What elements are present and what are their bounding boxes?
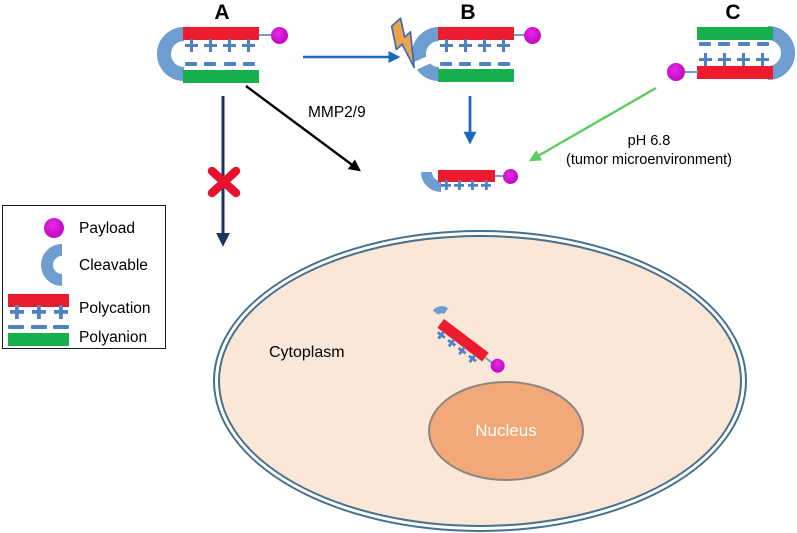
- plus-icon: [459, 39, 472, 52]
- polycation-bar: [438, 27, 514, 40]
- polycation-charges: [185, 39, 255, 52]
- dash-icon: [497, 62, 510, 66]
- plus-icon: [480, 180, 491, 190]
- polyanion-charges: [8, 325, 69, 330]
- payload-icon: [503, 169, 518, 184]
- legend-label: Cleavable: [79, 257, 148, 274]
- polyanion-bar: [697, 27, 773, 40]
- dash-icon: [718, 42, 731, 46]
- polycation-bar: [697, 66, 773, 79]
- polycation-bar: [438, 170, 495, 182]
- polyanion-charges: [699, 42, 769, 46]
- blocked-x-icon: [207, 166, 241, 198]
- polyanion-charges: [185, 62, 255, 66]
- ph-label: pH 6.8 (tumor microenvironment): [549, 132, 749, 169]
- plus-icon: [737, 53, 750, 66]
- ph-label-line1: pH 6.8: [627, 133, 671, 149]
- polyanion-bar: [183, 70, 259, 83]
- dash-icon: [204, 62, 217, 66]
- cytoplasm-label: Cytoplasm: [269, 344, 345, 361]
- plus-icon: [185, 39, 198, 52]
- payload-icon: [271, 27, 288, 44]
- plus-icon: [756, 53, 769, 66]
- polycation-charges: [10, 305, 68, 319]
- cleavable-fragment-icon: [421, 172, 441, 192]
- cleavage-break: [408, 50, 444, 72]
- cleavable-icon: [157, 27, 184, 81]
- plus-icon: [242, 39, 255, 52]
- cleavable-icon: [412, 27, 439, 81]
- dash-icon: [737, 42, 750, 46]
- polyanion-icon: [8, 333, 69, 346]
- dash-icon: [440, 62, 452, 66]
- plus-icon: [699, 53, 712, 66]
- arrow-mmp: [245, 85, 361, 172]
- payload-linker: [259, 33, 272, 36]
- plus-icon: [497, 39, 510, 52]
- plus-icon: [454, 180, 465, 190]
- plus-icon: [204, 39, 217, 52]
- polycation-icon: [8, 294, 69, 307]
- payload-linker: [685, 71, 698, 74]
- plus-icon: [223, 39, 236, 52]
- plus-icon: [32, 305, 46, 319]
- polyanion-bar: [438, 69, 514, 82]
- construct-b-label: B: [460, 1, 476, 24]
- legend: Payload Cleavable Polycation Polyanion: [2, 205, 166, 349]
- cleavable-icon: [41, 244, 62, 286]
- dash-icon: [223, 62, 236, 66]
- polycation-bar: [183, 27, 259, 40]
- cleavable-icon: [768, 26, 795, 80]
- dash-icon: [699, 42, 711, 46]
- dash-icon: [8, 325, 24, 330]
- dash-icon: [53, 325, 69, 330]
- legend-label: Payload: [79, 220, 136, 237]
- plus-icon: [441, 180, 451, 190]
- lightning-icon: [390, 17, 415, 69]
- plus-icon: [10, 305, 24, 319]
- dash-icon: [30, 325, 47, 330]
- payload-icon: [667, 63, 685, 81]
- plus-icon: [467, 180, 478, 190]
- polyanion-charges: [440, 62, 510, 66]
- dash-icon: [459, 62, 472, 66]
- plus-icon: [440, 39, 453, 52]
- polycation-charges: [699, 53, 769, 66]
- construct-c-label: C: [725, 1, 741, 24]
- nucleus: Nucleus: [428, 381, 584, 481]
- dash-icon: [242, 62, 255, 66]
- plus-icon: [54, 305, 68, 319]
- legend-label: Polyanion: [79, 329, 148, 346]
- payload-linker: [514, 33, 526, 36]
- mmp-label: MMP2/9: [308, 104, 366, 121]
- nucleus-label: Nucleus: [475, 421, 537, 440]
- dash-icon: [185, 62, 197, 66]
- polycation-charges: [440, 39, 510, 52]
- dash-icon: [756, 42, 769, 46]
- legend-label: Polycation: [79, 300, 151, 317]
- dash-icon: [478, 62, 491, 66]
- polycation-charges: [441, 180, 491, 190]
- payload-icon: [44, 218, 64, 238]
- payload-linker: [495, 175, 504, 177]
- plus-icon: [478, 39, 491, 52]
- ph-label-line2: (tumor microenvironment): [566, 151, 732, 168]
- construct-a-label: A: [214, 1, 230, 24]
- payload-icon: [524, 27, 541, 44]
- plus-icon: [718, 53, 731, 66]
